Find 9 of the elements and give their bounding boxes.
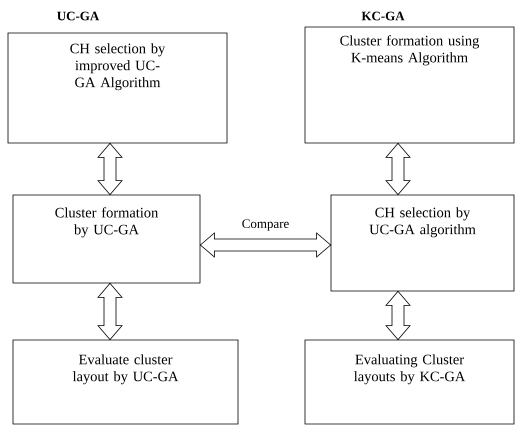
edge-label: Compare — [240, 218, 290, 232]
process-box: CH selection by UC-GA algorithm — [330, 194, 514, 292]
column-heading: UC-GA — [57, 12, 100, 20]
process-box: Cluster formation by UC-GA — [12, 194, 200, 284]
process-box: Evaluate cluster layout by UC-GA — [12, 340, 238, 424]
process-box: Evaluating Cluster layouts by KC-GA — [304, 340, 514, 424]
process-box: Cluster formation using K-means Algorithm — [304, 26, 514, 144]
column-heading: KC-GA — [362, 12, 404, 20]
process-box: CH selection by improved UC-GA Algorithm — [8, 32, 228, 144]
